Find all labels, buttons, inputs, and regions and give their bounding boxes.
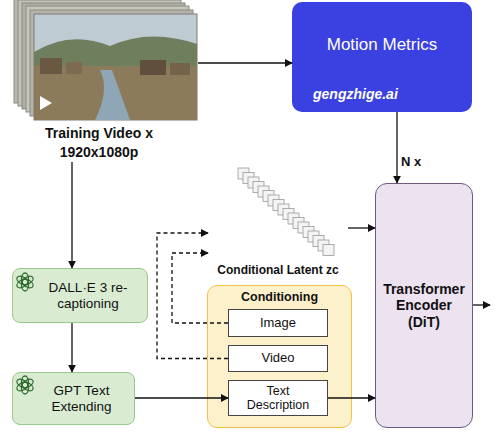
input-box: Video (228, 345, 328, 372)
group-box: ConditioningImageVideoText Description (207, 285, 352, 428)
node-text: Training Video x (45, 125, 153, 141)
latent-cell (323, 245, 334, 256)
node-text: Text Description (243, 384, 313, 413)
video-building (140, 60, 166, 75)
process-box: DALL·E 3 re-captioning (12, 268, 148, 323)
video-building (40, 58, 62, 74)
input-box: Image (228, 309, 328, 337)
node-text: Conditioning (241, 290, 318, 304)
video-still (34, 14, 197, 120)
node-text: Conditional Latent zc (217, 264, 338, 278)
process-box: GPT Text Extending (12, 372, 135, 425)
video-frame-stack (14, 0, 197, 120)
play-icon (40, 96, 52, 110)
video-building (170, 63, 190, 75)
video-input: Training Video x 1920x1080p (0, 0, 198, 162)
connector (348, 227, 375, 228)
input-box: Text Description (228, 380, 328, 416)
connector (71, 323, 72, 372)
node-text: Transformer Encoder (DiT) (380, 281, 468, 329)
repeat-label: N x (401, 154, 421, 169)
video-river (95, 70, 130, 120)
latent-stack (238, 168, 334, 256)
video-building (66, 62, 82, 74)
output-arrow (473, 304, 490, 305)
video-sky (34, 14, 197, 120)
node-text: DALL·E 3 re-captioning (33, 280, 143, 311)
connector (396, 112, 397, 183)
node-text: Motion Metrics (327, 35, 438, 55)
node-text: Video (261, 351, 294, 366)
watermark: gengzhige.ai (313, 86, 398, 102)
node-text: 1920x1080p (60, 144, 139, 160)
transformer-box: Transformer Encoder (DiT) (375, 183, 473, 428)
node-text: Image (260, 316, 296, 331)
connector (71, 162, 72, 268)
node-text: GPT Text Extending (33, 383, 130, 414)
connector (198, 62, 292, 63)
latent-block: Conditional Latent zc (208, 160, 348, 278)
